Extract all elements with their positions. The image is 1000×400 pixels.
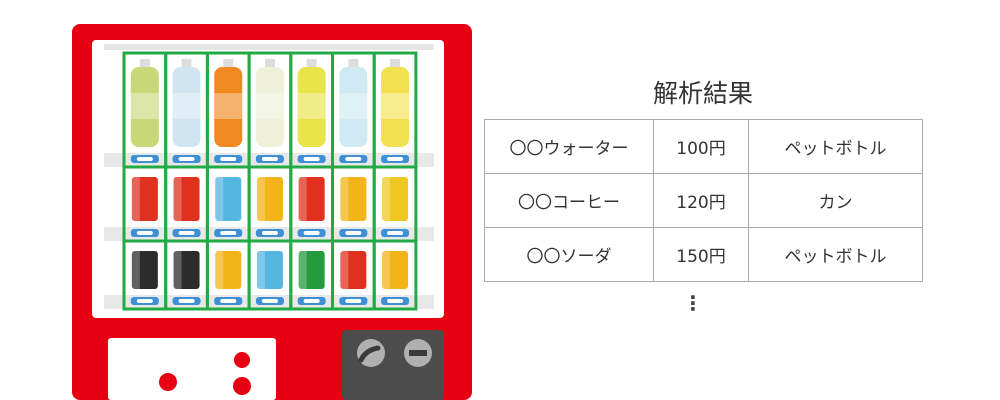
coin-panel [342,330,444,400]
table-row: 〇〇コーヒー 120円 カン [484,173,923,228]
can [172,251,201,305]
more-rows-indicator: ⋮ [683,291,703,315]
bottle [130,59,159,163]
container-type-cell: ペットボトル [748,119,923,174]
bottle [172,59,201,163]
bottle [255,59,284,163]
can [339,177,368,237]
container-type-cell: ペットボトル [748,227,923,282]
can [214,177,243,237]
analysis-result-title: 解析結果 [652,79,753,108]
can [172,177,201,237]
bottle [339,59,368,163]
can [339,251,368,305]
bottle [297,59,326,163]
can [255,251,284,305]
product-name-cell: 〇〇ウォーター [484,119,654,174]
table-row: 〇〇ウォーター 100円 ペットボトル [484,119,923,174]
price-cell: 120円 [653,173,749,228]
vending-machine-illustration [72,24,472,400]
can [381,251,410,305]
bottle [381,59,410,163]
panel-dot [159,373,177,391]
can [297,177,326,237]
table-row: 〇〇ソーダ 150円 ペットボトル [484,227,923,282]
panel-dot [233,377,251,395]
can [130,177,159,237]
product-name-cell: 〇〇コーヒー [484,173,654,228]
bottom-panel [108,330,444,400]
return-button-icon[interactable] [404,339,432,367]
product-name-cell: 〇〇ソーダ [484,227,654,282]
can [297,251,326,305]
can [130,251,159,305]
can [255,177,284,237]
price-cell: 100円 [653,119,749,174]
panel-dot [234,352,250,368]
can [214,251,243,305]
product-slots [104,59,434,309]
container-type-cell: カン [748,173,923,228]
bottle [214,59,243,163]
window-top-strip [104,44,434,50]
price-cell: 150円 [653,227,749,282]
detection-box [372,239,418,311]
analysis-result-table: 〇〇ウォーター 100円 ペットボトル 〇〇コーヒー 120円 カン 〇〇ソーダ… [484,119,923,282]
detection-boxes [122,51,418,311]
can [381,177,410,237]
dispense-label-panel [108,338,276,400]
coin-slot-icon[interactable] [357,339,385,367]
